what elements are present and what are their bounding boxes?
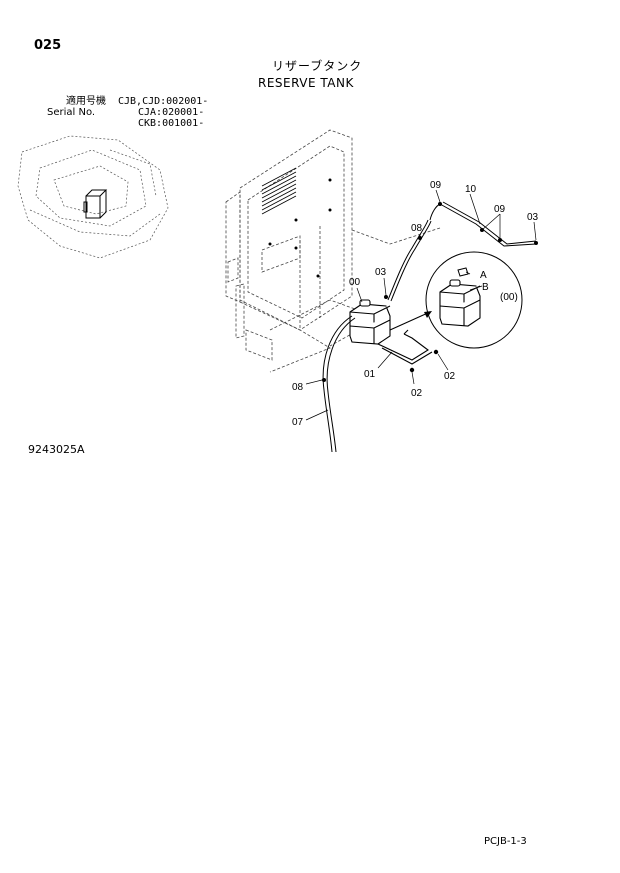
callout-09-right: 09 — [494, 204, 506, 215]
page-title: RESERVE TANK — [258, 76, 354, 90]
callout-08-upper: 08 — [411, 223, 423, 234]
detail-inset — [425, 251, 523, 349]
tank-bracket — [377, 329, 433, 365]
callout-09-left: 09 — [430, 180, 442, 191]
callout-A: A — [480, 270, 487, 281]
callout-00-paren: (00) — [500, 292, 518, 303]
panel-bolts — [268, 178, 332, 278]
figure-number: 9243025A — [28, 443, 85, 456]
serial-range-3: CKB:001001- — [138, 118, 205, 129]
callout-00: 00 — [349, 277, 361, 288]
mounting-bolts — [409, 349, 439, 373]
machine-locator-thumbnail — [17, 135, 169, 259]
locator-highlight-tank — [83, 189, 108, 219]
callout-03-hose: 03 — [527, 212, 539, 223]
callout-02-right: 02 — [444, 371, 456, 382]
panel-grille — [261, 167, 297, 215]
serial-label-japanese: 適用号機 — [66, 96, 106, 107]
serial-range-2: CJA:020001- — [138, 107, 205, 118]
inset-pointer — [389, 311, 432, 331]
callout-B: B — [482, 282, 489, 293]
callout-02-bottom: 02 — [411, 388, 423, 399]
callout-03-tank: 03 — [375, 267, 387, 278]
leader-lines — [305, 189, 537, 421]
serial-label: Serial No. — [47, 107, 96, 118]
frame-panel — [225, 129, 441, 373]
callout-01: 01 — [364, 369, 376, 380]
reserve-tank — [349, 299, 391, 345]
page-number: 025 — [34, 38, 62, 53]
callout-08-lower: 08 — [292, 382, 304, 393]
page-title-japanese: リザーブタンク — [272, 59, 363, 73]
callout-10: 10 — [465, 184, 477, 195]
callout-07: 07 — [292, 417, 304, 428]
hoses — [322, 201, 537, 453]
page-code: PCJB-1-3 — [484, 836, 527, 847]
serial-range-1: CJB,CJD:002001- — [118, 96, 209, 107]
